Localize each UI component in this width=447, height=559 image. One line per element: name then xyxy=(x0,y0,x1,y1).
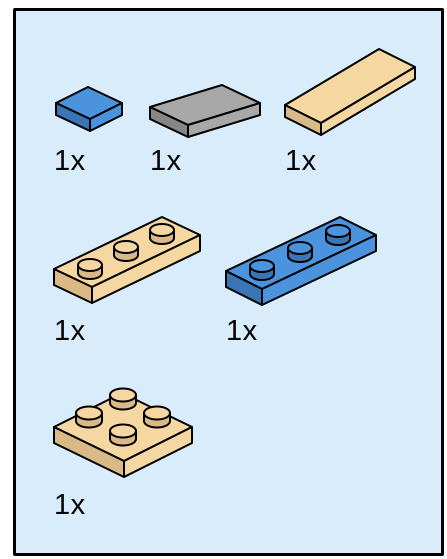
parts-list-panel: 1x 1x 1x xyxy=(13,8,444,556)
tile-1x4-tan-icon xyxy=(283,47,419,141)
part-quantity: 1x xyxy=(54,147,86,176)
tile-1x2-gray-icon xyxy=(148,83,266,143)
plate-1x3-tan-icon xyxy=(52,211,204,311)
part-tile-1x4-tan xyxy=(283,47,419,141)
part-tile-1x1-blue xyxy=(54,85,126,135)
part-quantity: 1x xyxy=(54,317,86,346)
part-plate-1x3-blue xyxy=(224,211,380,311)
plate-2x2-tan-icon xyxy=(52,379,196,489)
part-plate-2x2-tan xyxy=(52,379,196,489)
part-quantity: 1x xyxy=(226,317,258,346)
part-quantity: 1x xyxy=(150,147,182,176)
plate-1x3-blue-icon xyxy=(224,211,380,311)
part-tile-1x2-gray xyxy=(148,83,266,143)
part-quantity: 1x xyxy=(285,147,317,176)
tile-1x1-blue-icon xyxy=(54,85,126,135)
part-quantity: 1x xyxy=(54,491,86,520)
part-plate-1x3-tan xyxy=(52,211,204,311)
